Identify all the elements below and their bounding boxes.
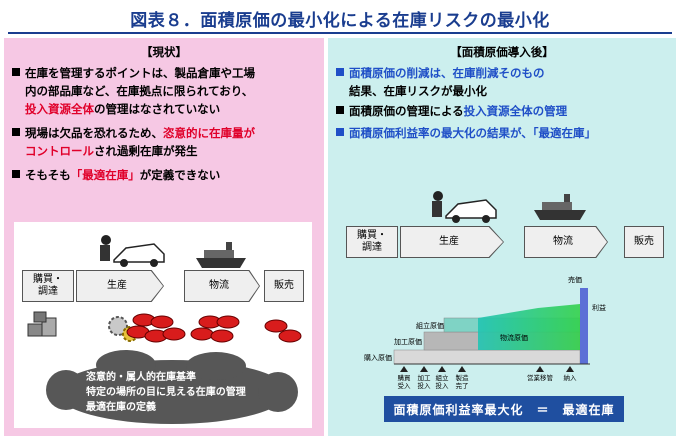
- logistics-cost-label: 物流原価: [500, 333, 528, 342]
- area-cost-step-diagram: 購入原価 加工原価 組立原価 物流原価 売価 利益 購買 受入 加工 投入 組立…: [364, 275, 606, 390]
- parts-boxes-icon: [27, 311, 57, 337]
- step-production: 生産: [400, 226, 504, 258]
- logistics-cost-layer: [478, 304, 580, 350]
- svg-text:投入: 投入: [418, 381, 432, 390]
- svg-text:組立: 組立: [436, 373, 450, 382]
- svg-text:納入: 納入: [564, 373, 578, 382]
- page-title: 図表８．面積原価の最小化による在庫リスクの最小化: [130, 11, 550, 31]
- current-process-scene: 購買・調達 生産 物流 販売 恣意的・属人的在庫基準 特定の場所の目に見える在庫…: [14, 222, 312, 428]
- bullet-square-icon: [12, 170, 20, 178]
- step-sales: 販売: [624, 226, 664, 258]
- step-production: 生産: [76, 270, 164, 302]
- current-state-heading: 【現状】: [141, 45, 187, 59]
- bullet-square-icon: [336, 128, 344, 136]
- svg-text:受入: 受入: [398, 381, 412, 390]
- red-cars-stock-icon: [126, 313, 302, 343]
- svg-text:加工: 加工: [418, 373, 432, 382]
- bullet-square-icon: [12, 128, 20, 136]
- svg-text:完了: 完了: [456, 381, 469, 390]
- profit-bar: [580, 288, 588, 364]
- result-banner: 面積原価利益率最大化 ＝ 最適在庫: [384, 396, 624, 422]
- step-purchase: 購買・調達: [22, 270, 74, 302]
- current-bullet-2: 現場は欠品を恐れるため、恣意的に在庫量が コントロールされ過剰在庫が発生: [12, 124, 255, 160]
- bullet-square-icon: [336, 106, 344, 114]
- step-sales: 販売: [264, 270, 304, 302]
- after-bullet-2: 面積原価の管理による投入資源全体の管理: [336, 102, 567, 120]
- step-logistics: 物流: [524, 226, 608, 258]
- milestone-markers: [400, 366, 574, 372]
- current-bullet-3: そもそも「最適在庫」が定義できない: [12, 166, 220, 184]
- after-introduction-panel: 【面積原価導入後】 面積原価の削減は、在庫削減そのもの 結果、在庫リスクが最小化…: [328, 38, 676, 436]
- after-introduction-heading: 【面積原価導入後】: [450, 45, 554, 59]
- svg-text:営業移管: 営業移管: [527, 373, 554, 382]
- title-rule: [8, 32, 672, 34]
- assembly-cost-label: 組立原価: [416, 321, 444, 330]
- svg-text:投入: 投入: [436, 381, 450, 390]
- step-logistics: 物流: [184, 270, 260, 302]
- current-illustrations: [27, 235, 302, 343]
- current-bullet-1: 在庫を管理するポイントは、製品倉庫や工場 内の部品庫など、在庫拠点に限られており…: [12, 64, 255, 118]
- price-label: 売価: [568, 275, 582, 284]
- milestone-labels: 購買 受入 加工 投入 組立 投入 製造 完了 営業移管 納入: [398, 373, 578, 390]
- current-state-panel: 【現状】 在庫を管理するポイントは、製品倉庫や工場 内の部品庫など、在庫拠点に限…: [4, 38, 324, 436]
- purchase-cost-label: 購入原価: [364, 353, 392, 362]
- purchase-cost-layer: [393, 349, 581, 365]
- worker-car-icon: [100, 235, 165, 267]
- current-issues-cloud: 恣意的・属人的在庫基準 特定の場所の目に見える在庫の管理 最適在庫の定義: [46, 350, 298, 424]
- svg-text:購買: 購買: [398, 373, 412, 382]
- after-illustrations: [432, 191, 586, 223]
- bullet-square-icon: [336, 68, 344, 76]
- bullet-square-icon: [12, 68, 20, 76]
- after-bullet-1: 面積原価の削減は、在庫削減そのもの 結果、在庫リスクが最小化: [336, 64, 545, 100]
- profit-label: 利益: [592, 303, 606, 312]
- step-purchase: 購買・調達: [346, 226, 398, 258]
- worker-car-icon: [432, 191, 497, 223]
- process-cost-label: 加工原価: [394, 337, 422, 346]
- after-bullet-3: 面積原価利益率の最大化の結果が、「最適在庫」: [336, 124, 596, 142]
- svg-text:製造: 製造: [456, 373, 470, 382]
- cargo-ship-icon: [534, 194, 586, 220]
- cargo-ship-icon: [196, 242, 246, 268]
